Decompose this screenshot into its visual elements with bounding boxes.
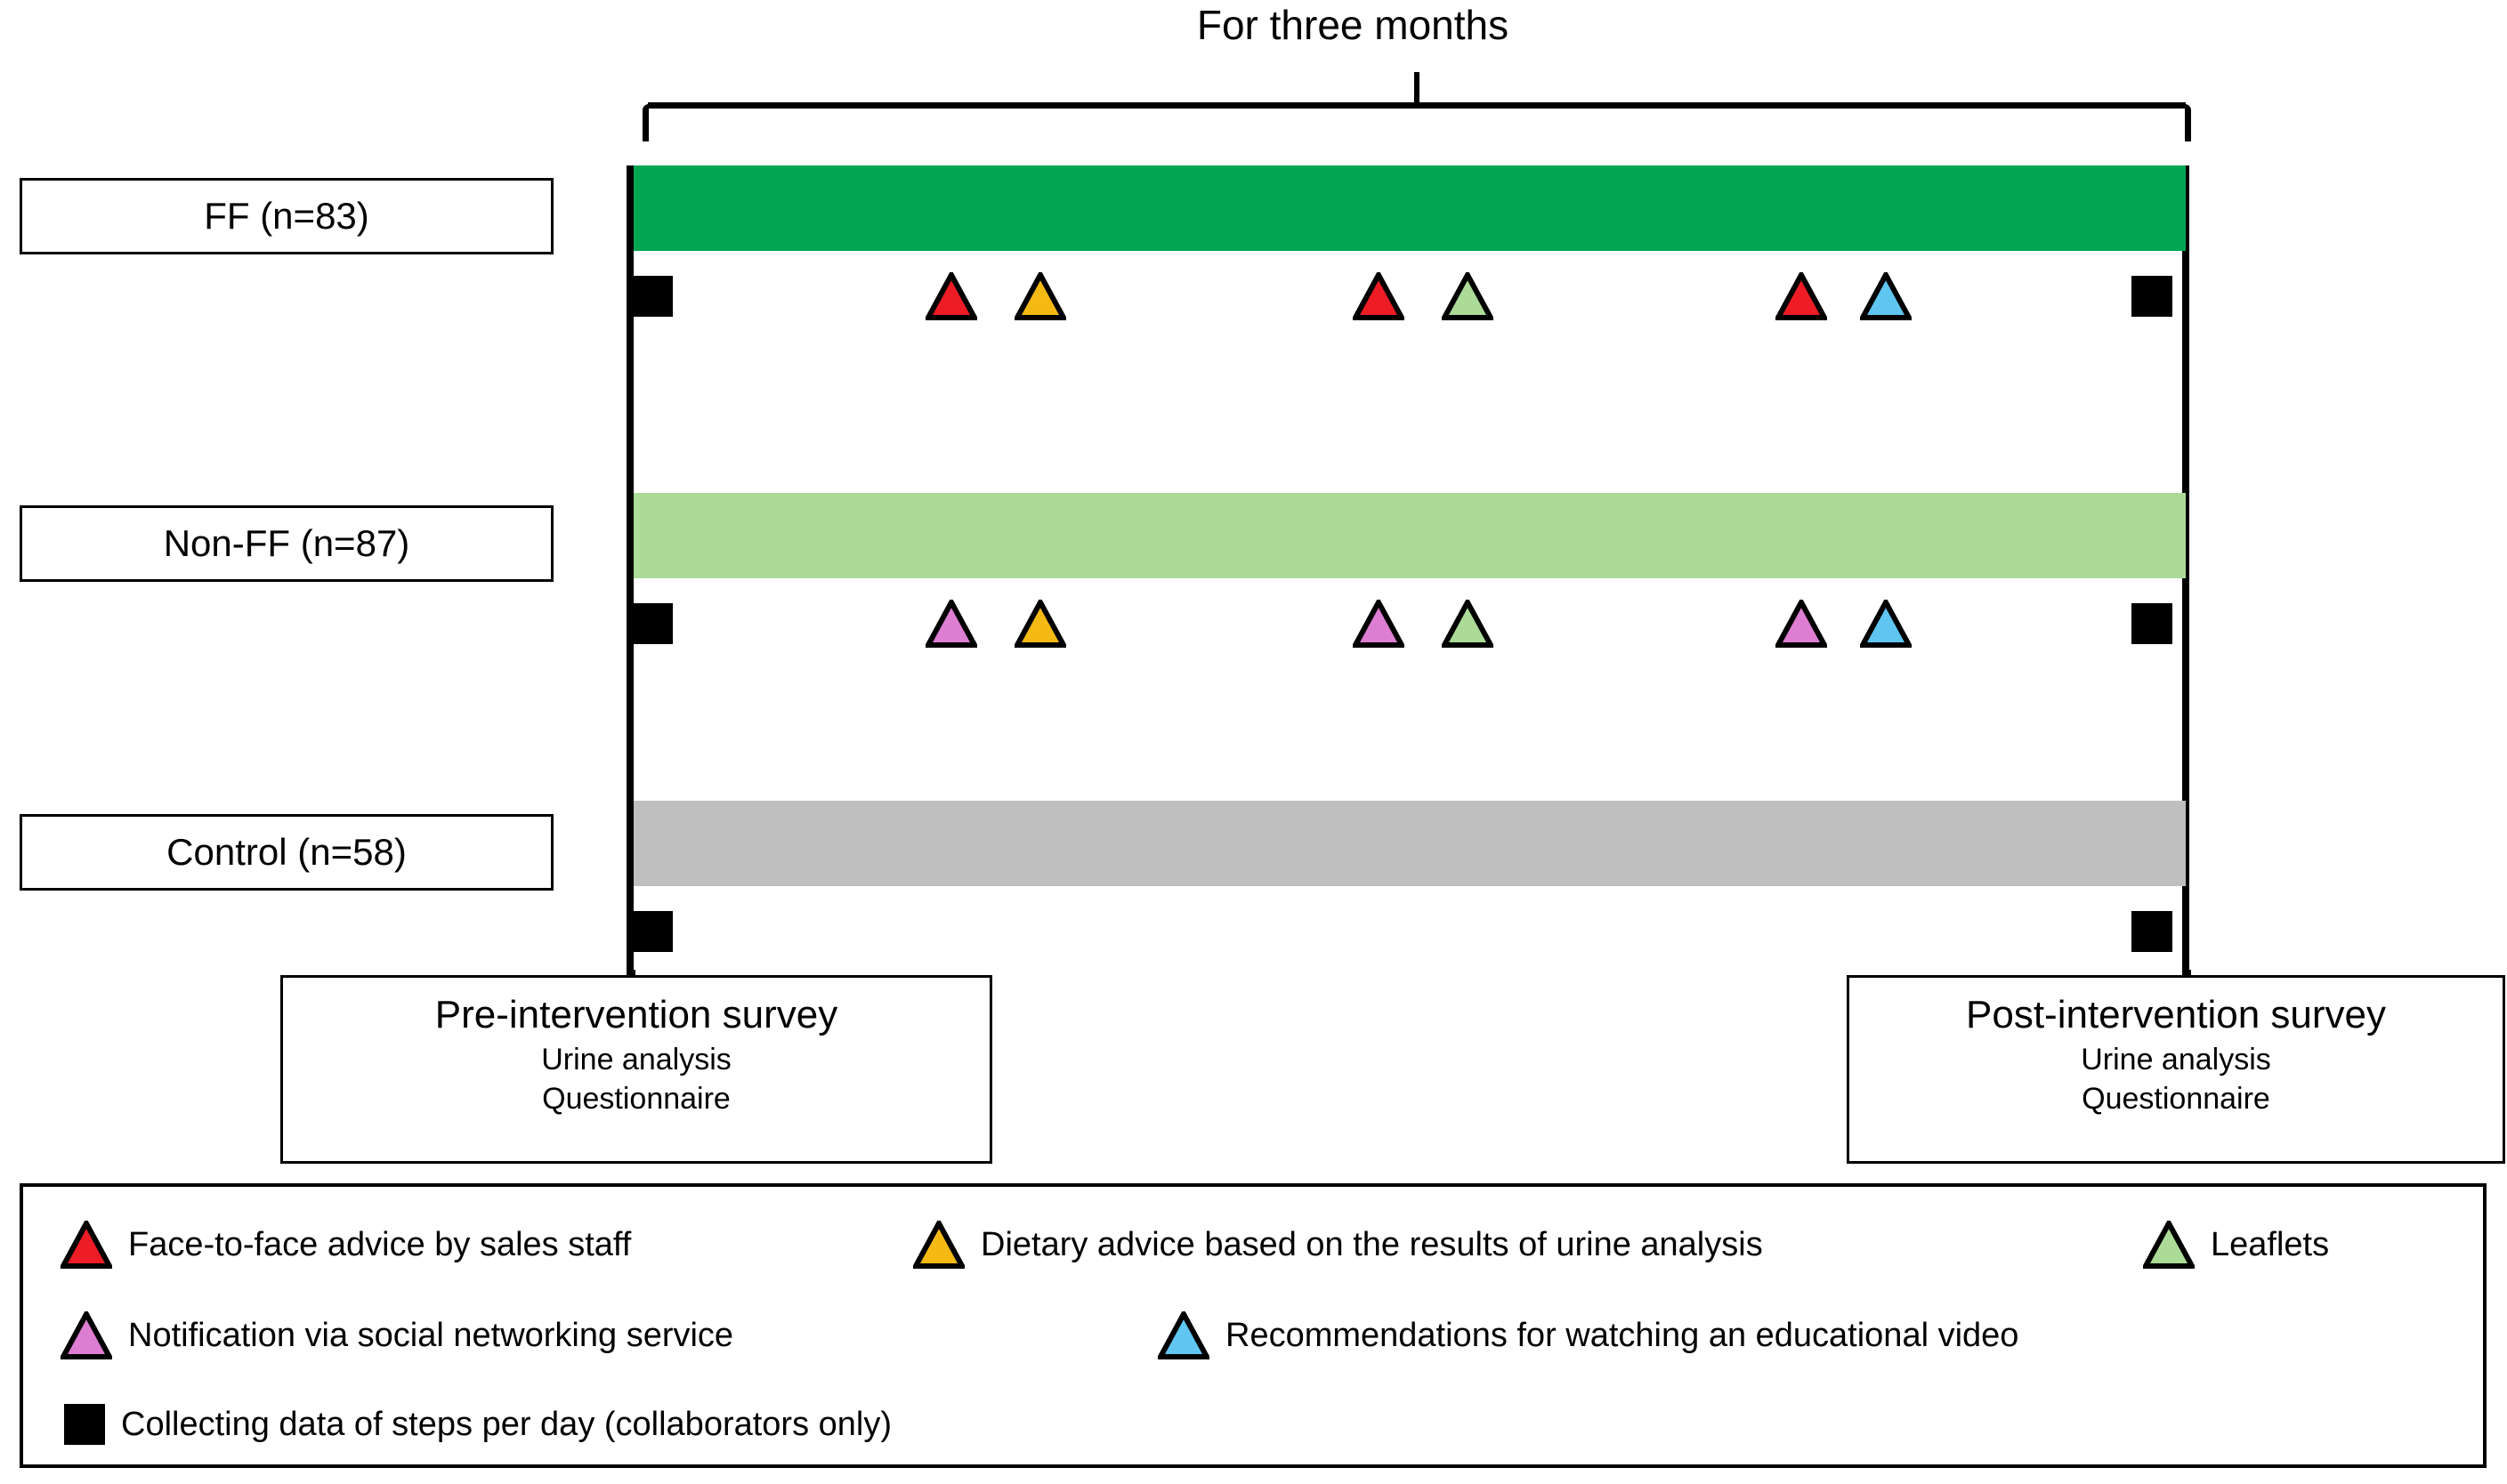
steps-data-square: [632, 276, 673, 317]
legend-item-educational-video: Recommendations for watching an educatio…: [1158, 1311, 2018, 1359]
legend-item-sns-notification: Notification via social networking servi…: [61, 1311, 733, 1359]
black-square-icon: [64, 1404, 105, 1445]
leaflets-triangle: [1442, 272, 1493, 320]
brace-horizontal-line: [648, 102, 2186, 109]
legend-item-face-to-face: Face-to-face advice by sales staff: [61, 1221, 631, 1269]
brace-label: For three months: [1196, 2, 1509, 48]
sns-notification-triangle: [1353, 600, 1404, 648]
group-label-control: Control (n=58): [20, 814, 554, 891]
brace-right-end: [2185, 104, 2191, 141]
pink-triangle-icon: [61, 1311, 112, 1359]
educational-video-triangle: [1860, 272, 1912, 320]
brace-center-tick: [1414, 72, 1419, 106]
leaflets-triangle: [1442, 600, 1493, 648]
post-survey-line-2: Questionnaire: [2082, 1082, 2270, 1116]
legend-label-sns-notification: Notification via social networking servi…: [128, 1317, 734, 1354]
legend-label-leaflets: Leaflets: [2211, 1226, 2330, 1263]
steps-data-square: [2131, 603, 2172, 644]
three-months-brace: [643, 72, 2191, 141]
pre-survey-title: Pre-intervention survey: [434, 993, 838, 1036]
group-label-control-text: Control (n=58): [166, 831, 407, 873]
dietary-advice-triangle: [1015, 600, 1066, 648]
brace-left-end: [643, 104, 649, 141]
steps-data-square: [632, 911, 673, 952]
legend-label-dietary-advice: Dietary advice based on the results of u…: [981, 1226, 1763, 1263]
legend-item-leaflets: Leaflets: [2143, 1221, 2329, 1269]
group-label-ff: FF (n=83): [20, 178, 554, 254]
legend-label-face-to-face: Face-to-face advice by sales staff: [128, 1226, 632, 1263]
group-bar-non-ff: [634, 493, 2186, 578]
red-triangle-icon: [61, 1221, 112, 1269]
pre-survey-line-1: Urine analysis: [541, 1043, 732, 1077]
group-bar-control: [634, 801, 2186, 886]
group-bar-ff: [634, 165, 2186, 251]
post-survey-title: Post-intervention survey: [1966, 993, 2386, 1036]
timeline-end-rail: [2182, 165, 2189, 1057]
group-label-non-ff-text: Non-FF (n=87): [163, 522, 410, 564]
legend-label-steps-data: Collecting data of steps per day (collab…: [121, 1406, 893, 1443]
blue-triangle-icon: [1158, 1311, 1209, 1359]
sns-notification-triangle: [1775, 600, 1827, 648]
green-triangle-icon: [2143, 1221, 2195, 1269]
group-label-non-ff: Non-FF (n=87): [20, 505, 554, 582]
steps-data-square: [2131, 911, 2172, 952]
face-to-face-advice-triangle: [1775, 272, 1827, 320]
pre-intervention-survey-box: Pre-intervention survey Urine analysis Q…: [280, 975, 992, 1164]
legend-item-steps-data: Collecting data of steps per day (collab…: [64, 1404, 892, 1445]
face-to-face-advice-triangle: [926, 272, 977, 320]
steps-data-square: [2131, 276, 2172, 317]
sns-notification-triangle: [926, 600, 977, 648]
legend-item-dietary-advice: Dietary advice based on the results of u…: [913, 1221, 1763, 1269]
timeline-start-rail: [627, 165, 634, 1057]
group-label-ff-text: FF (n=83): [204, 195, 369, 237]
steps-data-square: [632, 603, 673, 644]
legend-label-educational-video: Recommendations for watching an educatio…: [1225, 1317, 2019, 1354]
educational-video-triangle: [1860, 600, 1912, 648]
post-intervention-survey-box: Post-intervention survey Urine analysis …: [1847, 975, 2505, 1164]
yellow-triangle-icon: [913, 1221, 965, 1269]
dietary-advice-triangle: [1015, 272, 1066, 320]
legend-box: Face-to-face advice by sales staff Dieta…: [20, 1183, 2487, 1468]
post-survey-line-1: Urine analysis: [2081, 1043, 2271, 1077]
face-to-face-advice-triangle: [1353, 272, 1404, 320]
pre-survey-line-2: Questionnaire: [542, 1082, 731, 1116]
